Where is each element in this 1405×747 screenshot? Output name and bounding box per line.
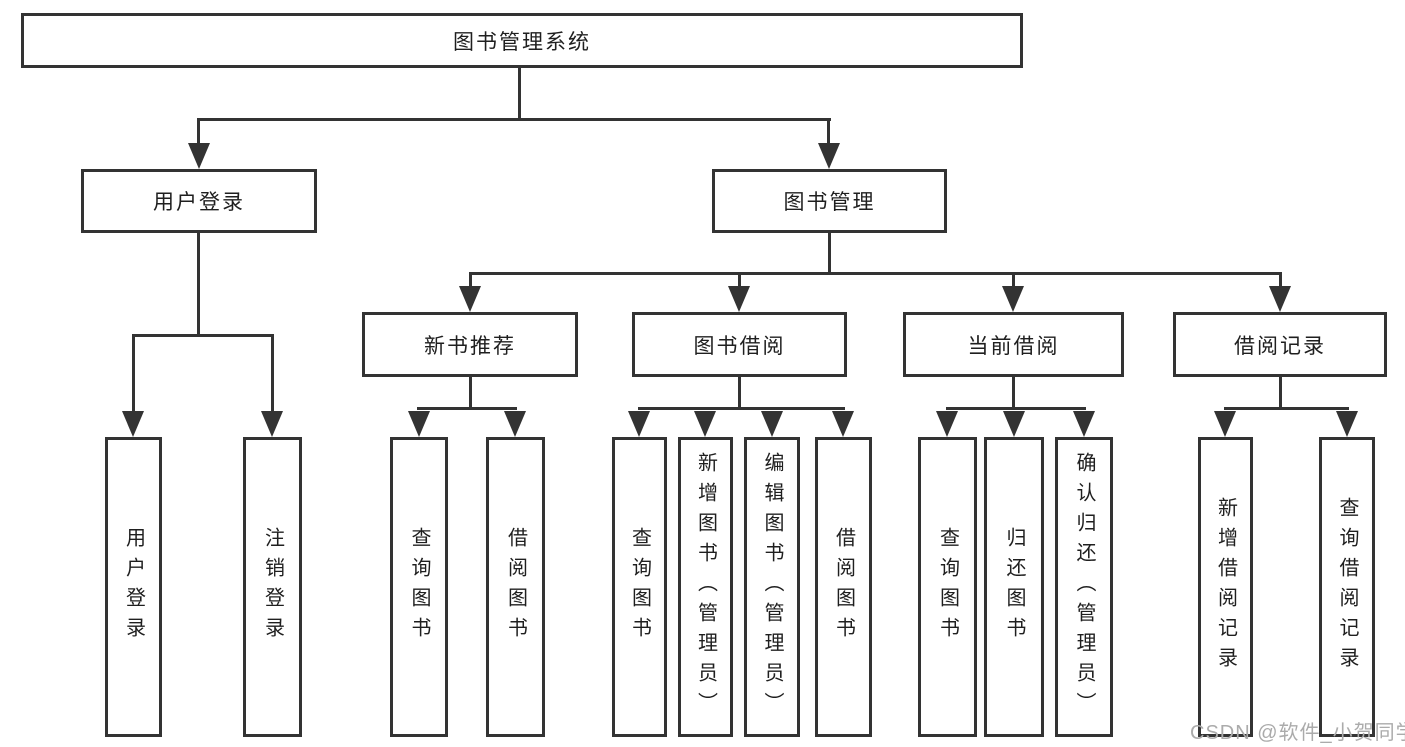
node-book-borrowing: 图书借阅 xyxy=(632,312,847,377)
arrow-down-icon xyxy=(122,411,144,437)
arrow-down-icon xyxy=(1336,411,1358,437)
connector-line xyxy=(828,233,831,275)
leaf-return-books-label: 归还图书 xyxy=(1003,527,1025,647)
leaf-query-books-1: 查询图书 xyxy=(390,437,448,737)
connector-line xyxy=(469,272,1282,275)
leaf-query-books-3: 查询图书 xyxy=(918,437,977,737)
leaf-query-borrow-record-label: 查询借阅记录 xyxy=(1336,497,1358,677)
arrow-down-icon xyxy=(936,411,958,437)
leaf-edit-books-admin-label: 编辑图书（管理员） xyxy=(761,452,783,722)
arrow-down-icon xyxy=(261,411,283,437)
node-root-label: 图书管理系统 xyxy=(453,30,591,54)
leaf-edit-books-admin: 编辑图书（管理员） xyxy=(744,437,800,737)
node-current-borrowing-label: 当前借阅 xyxy=(967,334,1060,358)
arrow-down-icon xyxy=(1003,411,1025,437)
connector-line xyxy=(197,118,831,121)
leaf-query-books-2-label: 查询图书 xyxy=(628,527,651,647)
arrow-down-icon xyxy=(728,286,750,312)
leaf-confirm-return-admin-label: 确认归还（管理员） xyxy=(1073,452,1095,722)
arrow-down-icon xyxy=(1002,286,1024,312)
node-borrowing-records-label: 借阅记录 xyxy=(1234,334,1326,358)
leaf-return-books: 归还图书 xyxy=(984,437,1044,737)
node-root: 图书管理系统 xyxy=(21,13,1023,68)
connector-line xyxy=(417,407,517,410)
arrow-down-icon xyxy=(832,411,854,437)
connector-line xyxy=(469,272,472,288)
connector-line xyxy=(132,334,274,337)
leaf-query-books-3-label: 查询图书 xyxy=(936,527,959,647)
connector-line xyxy=(518,68,521,121)
node-book-management: 图书管理 xyxy=(712,169,947,233)
leaf-borrow-books-2: 借阅图书 xyxy=(815,437,872,737)
arrow-down-icon xyxy=(694,411,716,437)
leaf-add-borrow-record-label: 新增借阅记录 xyxy=(1214,497,1237,677)
connector-line xyxy=(827,118,830,148)
connector-line xyxy=(946,407,1086,410)
leaf-query-borrow-record: 查询借阅记录 xyxy=(1319,437,1375,737)
connector-line xyxy=(469,377,472,410)
arrow-down-icon xyxy=(761,411,783,437)
node-user-login-label: 用户登录 xyxy=(153,191,245,214)
connector-line xyxy=(1012,272,1015,288)
connector-line xyxy=(132,334,135,414)
connector-line xyxy=(1279,377,1282,410)
connector-line xyxy=(738,377,741,410)
arrow-down-icon xyxy=(408,411,430,437)
leaf-query-books-2: 查询图书 xyxy=(612,437,667,737)
leaf-add-borrow-record: 新增借阅记录 xyxy=(1198,437,1253,737)
node-new-book-recommendation-label: 新书推荐 xyxy=(424,334,516,358)
leaf-add-books-admin: 新增图书（管理员） xyxy=(678,437,733,737)
leaf-user-login-label: 用户登录 xyxy=(122,527,145,647)
connector-line xyxy=(638,407,845,410)
leaf-logout: 注销登录 xyxy=(243,437,302,737)
connector-line xyxy=(271,334,274,414)
node-user-login: 用户登录 xyxy=(81,169,317,233)
leaf-borrow-books-2-label: 借阅图书 xyxy=(832,527,855,647)
connector-line xyxy=(738,272,741,288)
leaf-add-books-admin-label: 新增图书（管理员） xyxy=(694,452,717,722)
node-book-management-label: 图书管理 xyxy=(783,191,876,214)
node-current-borrowing: 当前借阅 xyxy=(903,312,1124,377)
leaf-logout-label: 注销登录 xyxy=(261,527,284,647)
connector-line xyxy=(197,233,200,337)
node-borrowing-records: 借阅记录 xyxy=(1173,312,1387,377)
node-book-borrowing-label: 图书借阅 xyxy=(693,334,786,358)
arrow-down-icon xyxy=(188,143,210,169)
arrow-down-icon xyxy=(459,286,481,312)
node-new-book-recommendation: 新书推荐 xyxy=(362,312,578,377)
leaf-query-books-1-label: 查询图书 xyxy=(408,527,430,647)
leaf-confirm-return-admin: 确认归还（管理员） xyxy=(1055,437,1113,737)
arrow-down-icon xyxy=(1269,286,1291,312)
arrow-down-icon xyxy=(628,411,650,437)
connector-line xyxy=(197,118,200,148)
arrow-down-icon xyxy=(818,143,840,169)
arrow-down-icon xyxy=(1214,411,1236,437)
arrow-down-icon xyxy=(504,411,526,437)
leaf-user-login: 用户登录 xyxy=(105,437,162,737)
arrow-down-icon xyxy=(1073,411,1095,437)
connector-line xyxy=(1224,407,1349,410)
leaf-borrow-books-1: 借阅图书 xyxy=(486,437,545,737)
connector-line xyxy=(1012,377,1015,410)
connector-line xyxy=(1279,272,1282,288)
csdn-watermark: CSDN @软件_小贺同学 xyxy=(1190,722,1405,744)
leaf-borrow-books-1-label: 借阅图书 xyxy=(504,527,527,647)
